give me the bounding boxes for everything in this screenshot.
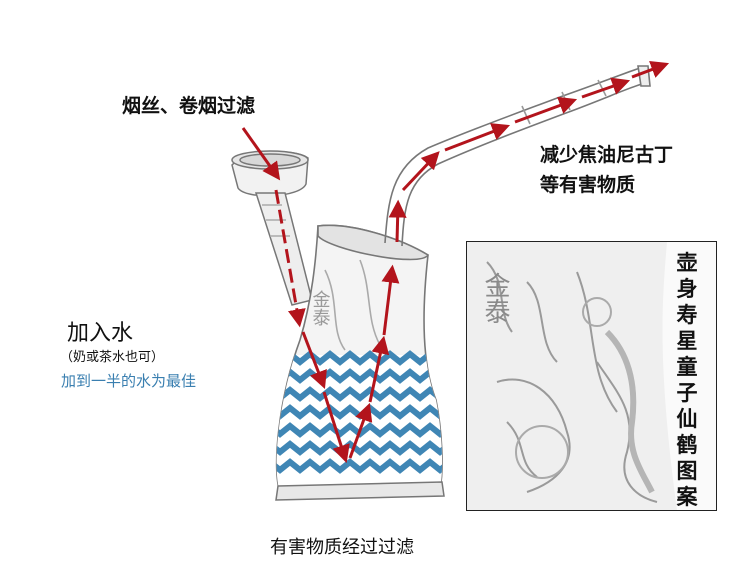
inset-caption-char: 星 bbox=[676, 329, 698, 353]
arrow-down-water bbox=[301, 331, 327, 390]
inset-caption-char: 寿 bbox=[676, 303, 698, 327]
body-engraving: 金泰 bbox=[310, 290, 331, 326]
down-stem bbox=[254, 192, 313, 306]
inset-caption-char: 子 bbox=[676, 381, 698, 405]
vase-base bbox=[275, 481, 445, 501]
inset-engraving: 金泰 bbox=[480, 272, 510, 324]
label-tobacco-filter: 烟丝、卷烟过滤 bbox=[122, 95, 256, 117]
water bbox=[276, 350, 443, 492]
arrow-tube-3 bbox=[444, 123, 511, 152]
arrow-up-mid bbox=[368, 335, 390, 403]
arrow-tube-4 bbox=[514, 96, 578, 124]
inset-caption: 壶身寿星童子仙鹤图案 bbox=[671, 250, 703, 510]
engraving-detail-image: 金泰 bbox=[467, 242, 677, 510]
inset-caption-char: 案 bbox=[676, 485, 698, 509]
label-reduce-harmful: 减少焦油尼古丁 等有害物质 bbox=[540, 140, 673, 200]
arrow-into-bowl bbox=[241, 127, 281, 181]
arrow-up-high bbox=[381, 264, 400, 336]
inset-caption-char: 童 bbox=[676, 355, 698, 379]
arrow-up-left bbox=[348, 402, 373, 459]
arrow-exit bbox=[631, 60, 670, 79]
inset-caption-char: 仙 bbox=[676, 407, 698, 431]
label-reduce-line2: 等有害物质 bbox=[540, 174, 636, 196]
label-half-water: 加到一半的水为最佳 bbox=[61, 372, 197, 390]
arrow-tube-5 bbox=[581, 77, 631, 99]
arrow-tube-2 bbox=[401, 151, 440, 192]
inset-caption-char: 身 bbox=[676, 277, 698, 301]
label-harmful-filtered: 有害物质经过过滤 bbox=[270, 537, 414, 558]
inset-caption-char: 图 bbox=[676, 459, 698, 483]
arrow-tube-1 bbox=[388, 199, 407, 243]
label-water-note: （奶或茶水也可） bbox=[60, 350, 165, 365]
bowl bbox=[231, 150, 309, 197]
arrow-down-stem bbox=[274, 189, 306, 328]
engraving-detail-inset: 金泰 bbox=[466, 241, 717, 511]
flow-arrows bbox=[241, 60, 670, 464]
inset-caption-char: 壶 bbox=[676, 251, 698, 275]
inset-caption-char: 鹤 bbox=[676, 433, 698, 457]
label-reduce-line1: 减少焦油尼古丁 bbox=[540, 144, 674, 166]
label-add-water: 加入水 bbox=[67, 321, 134, 346]
arrow-to-bottom bbox=[322, 391, 350, 464]
